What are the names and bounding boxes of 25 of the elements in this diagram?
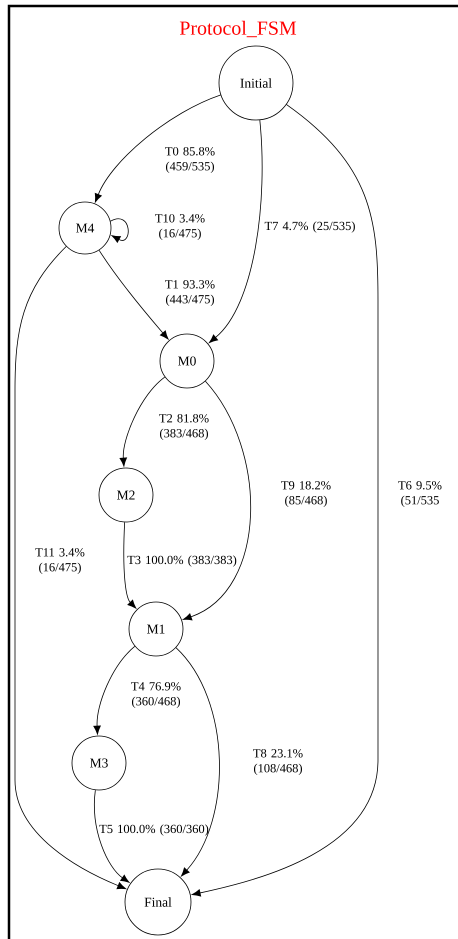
edge-label: T9 18.2% (85/468) — [281, 481, 331, 507]
arrow — [93, 646, 136, 734]
edge-label: T3 100.0% (383/383) — [127, 555, 236, 567]
edge-label: T0 85.8% (459/535) — [165, 147, 215, 173]
edge-label: T5 100.0% (360/360) — [99, 824, 208, 836]
arrow — [192, 104, 378, 897]
arrow — [182, 380, 251, 620]
arrow — [110, 218, 129, 243]
arrow — [123, 522, 136, 609]
edge-label: T4 76.9% (360/468) — [131, 682, 181, 708]
edge-label: T1 93.3% (443/475) — [165, 280, 215, 306]
arrow — [94, 790, 130, 883]
arrow — [94, 94, 221, 202]
edge-label: T10 3.4% (16/475) — [155, 214, 205, 240]
arrow — [120, 376, 166, 467]
edge-label: T8 23.1% (108/468) — [253, 749, 303, 775]
diagram-title: Protocol_FSM — [180, 20, 296, 38]
edge-label: T7 4.7% (25/535) — [264, 221, 355, 233]
arrow — [176, 647, 220, 876]
arrow — [14, 246, 126, 890]
arrow — [98, 250, 169, 340]
edge-label: T6 9.5% (51/535 — [398, 481, 442, 507]
edge-label: T11 3.4% (16/475) — [35, 548, 84, 574]
arrow — [208, 120, 263, 343]
edge-label: T2 81.8% (383/468) — [159, 414, 209, 440]
